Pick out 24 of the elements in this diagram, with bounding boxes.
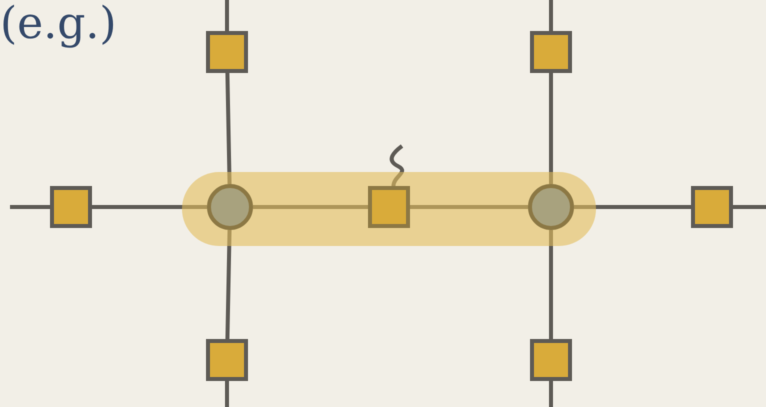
factor-square bbox=[691, 186, 733, 228]
connector-line bbox=[225, 381, 229, 407]
connector-line bbox=[225, 72, 232, 184]
connector-line bbox=[225, 230, 232, 340]
factor-square bbox=[206, 31, 248, 73]
factor-square bbox=[206, 339, 248, 381]
factor-square bbox=[530, 339, 572, 381]
note-text: (e.g.) bbox=[0, 2, 117, 46]
connector-line bbox=[253, 205, 368, 209]
factor-square bbox=[50, 186, 92, 228]
connector-line bbox=[549, 381, 553, 407]
connector-line bbox=[410, 205, 528, 209]
connector-line bbox=[733, 205, 766, 209]
connector-line bbox=[549, 0, 553, 31]
connector-line bbox=[549, 73, 553, 184]
variable-circle bbox=[528, 184, 574, 230]
connector-line bbox=[10, 205, 50, 209]
variable-circle bbox=[207, 184, 253, 230]
connector-line bbox=[549, 230, 553, 339]
connector-line bbox=[92, 205, 207, 209]
connector-line bbox=[225, 0, 229, 31]
factor-square bbox=[368, 186, 410, 228]
connector-line bbox=[574, 205, 691, 209]
factor-square bbox=[530, 31, 572, 73]
